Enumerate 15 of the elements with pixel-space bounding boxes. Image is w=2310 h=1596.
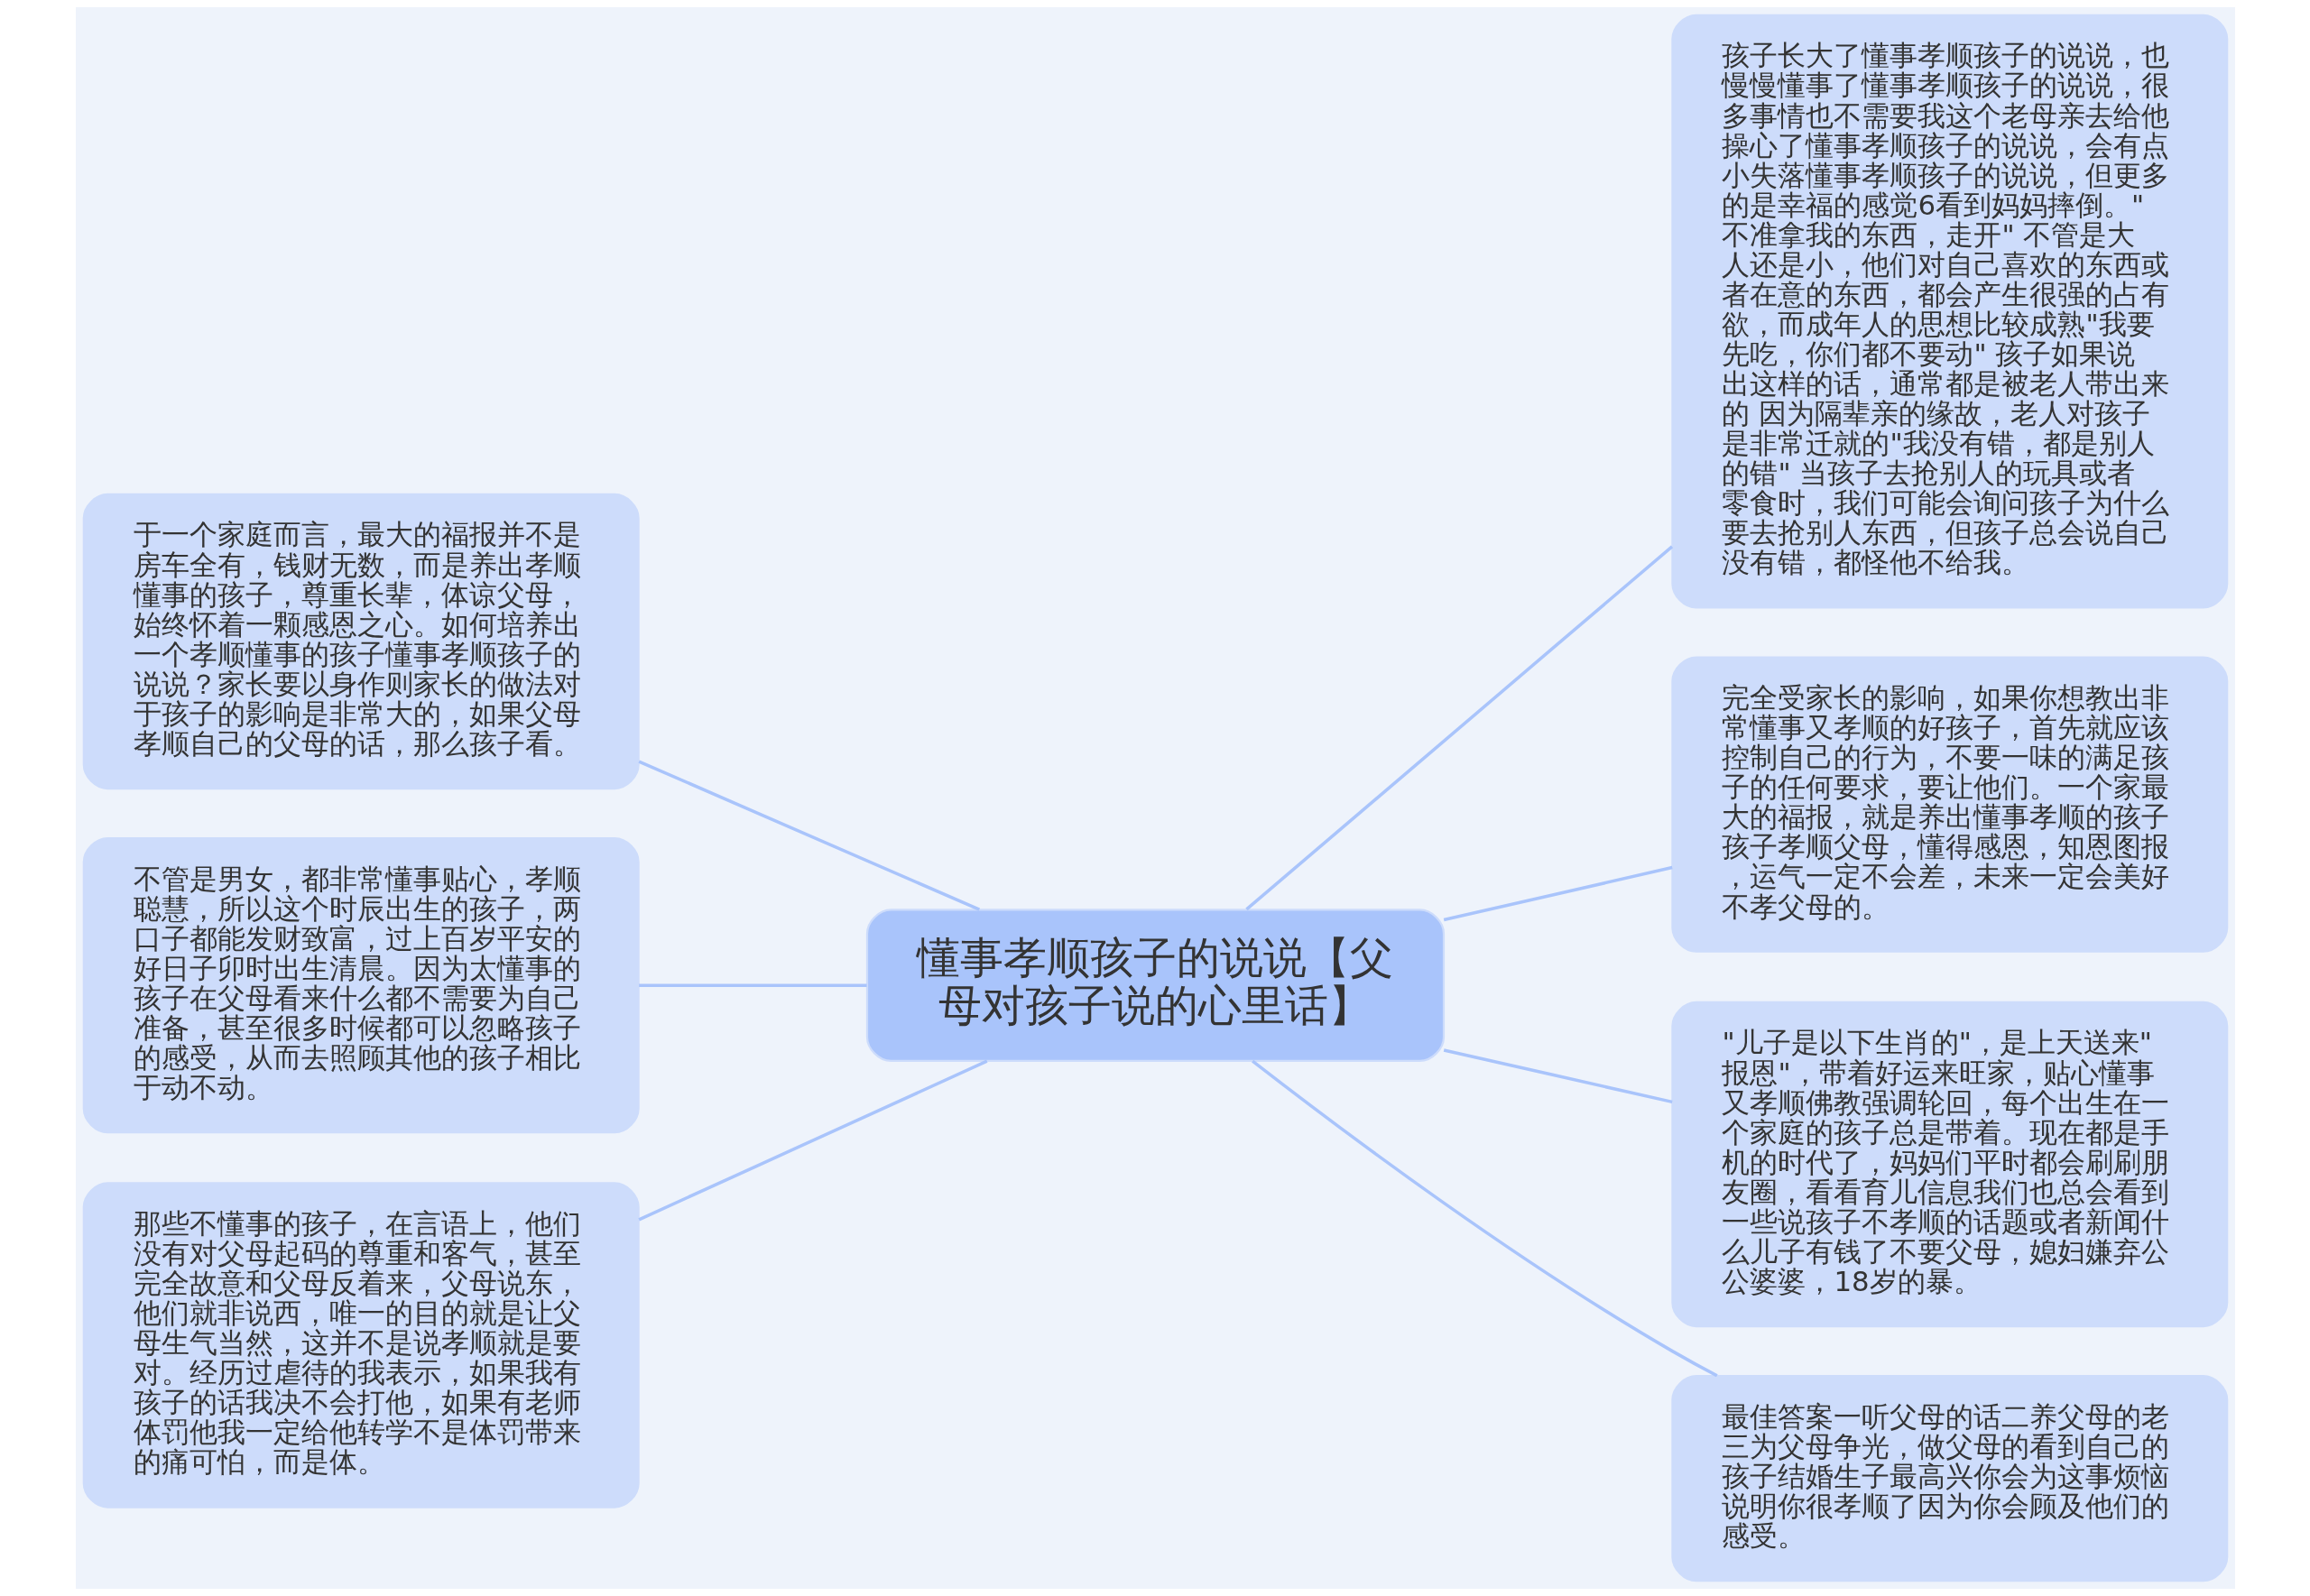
connector xyxy=(637,760,980,911)
node-box: "儿子是以下生肖的"，是上天送来"报恩"，带着好运来旺家，贴心懂事又孝顺佛教强调轮回，每个出生在一个家庭的孩子总是带着。现在都是手机的时代了，妈妈们平时都会刷刷朋友圈，看看育儿信息我们也总会看到一些说孩子不孝顺的话题或者新闻什么儿子有钱了不要父母，媳妇嫌弃公公婆婆，18岁的暴。 xyxy=(1670,1001,2228,1328)
node-box: 孩子长大了懂事孝顺孩子的说说，也慢慢懂事了懂事孝顺孩子的说说，很多事情也不需要我这个老母亲去给他操心了懂事孝顺孩子的说说，会有点小失落懂事孝顺孩子的说说，但更多的是幸福的感觉6看到妈妈摔倒。"不准拿我的东西，走开" 不管是大人还是小，他们对自己喜欢的东西或者在意的东西，都会产生很强的占有欲，而成年人的思想比较成熟"我要先吃，你们都不要动" 孩子如果说出这样的话，通常都是被老人带出来的 因为隔辈亲的缘故，老人对孩子是非常迁就的"我没有错，都是别人的错" 当孩子去抢别人的玩具或者零食时，我们可能会询问孩子为什么要去抢别人东西，但孩子总会说自己没有错，都怪他不给我。 xyxy=(1670,14,2228,609)
node-box: 于一个家庭而言，最大的福报并不是房车全有，钱财无数，而是养出孝顺懂事的孩子，尊重长辈，体谅父母，始终怀着一颗感恩之心。如何培养出一个孝顺懂事的孩子懂事孝顺孩子的说说？家长要以身作则家长的做法对于孩子的影响是非常大的，如果父母孝顺自己的父母的话，那么孩子看。 xyxy=(82,493,640,790)
connector xyxy=(1251,1059,1718,1378)
connector xyxy=(638,983,867,987)
node-box: 懂事孝顺孩子的说说【父母对孩子说的心里话】 xyxy=(865,909,1445,1062)
node-box: 最佳答案一听父母的话二养父母的老三为父母争光，做父母的看到自己的孩子结婚生子最高兴你会为这事烦恼说明你很孝顺了因为你会顾及他们的感受。 xyxy=(1670,1375,2228,1582)
connector xyxy=(1244,545,1673,911)
connector xyxy=(1443,865,1673,922)
connector xyxy=(637,1059,988,1222)
node-box: 不管是男女，都非常懂事贴心，孝顺聪慧，所以这个时辰出生的孩子，两口子都能发财致富，过上百岁平安的好日子卯时出生清晨。因为太懂事的孩子在父母看来什么都不需要为自己准备，甚至很多时候都可以忽略孩子的感受，从而去照顾其他的孩子相比于动不动。 xyxy=(82,837,640,1134)
node-box: 那些不懂事的孩子，在言语上，他们没有对父母起码的尊重和客气，甚至完全故意和父母反着来，父母说东，他们就非说西，唯一的目的就是让父母生气当然，这并不是说孝顺就是要对。经历过虐待的我表示，如果我有孩子的话我决不会打他，如果有老师体罚他我一定给他转学不是体罚带来的痛可怕，而是体。 xyxy=(82,1182,640,1508)
node-box: 完全受家长的影响，如果你想教出非常懂事又孝顺的好孩子，首先就应该控制自己的行为，不要一味的满足孩子的任何要求，要让他们。一个家最大的福报，就是养出懂事孝顺的孩子孩子孝顺父母，懂得感恩，知恩图报，运气一定不会差，未来一定会美好不孝父母的。 xyxy=(1670,656,2228,953)
connector xyxy=(1443,1048,1673,1104)
